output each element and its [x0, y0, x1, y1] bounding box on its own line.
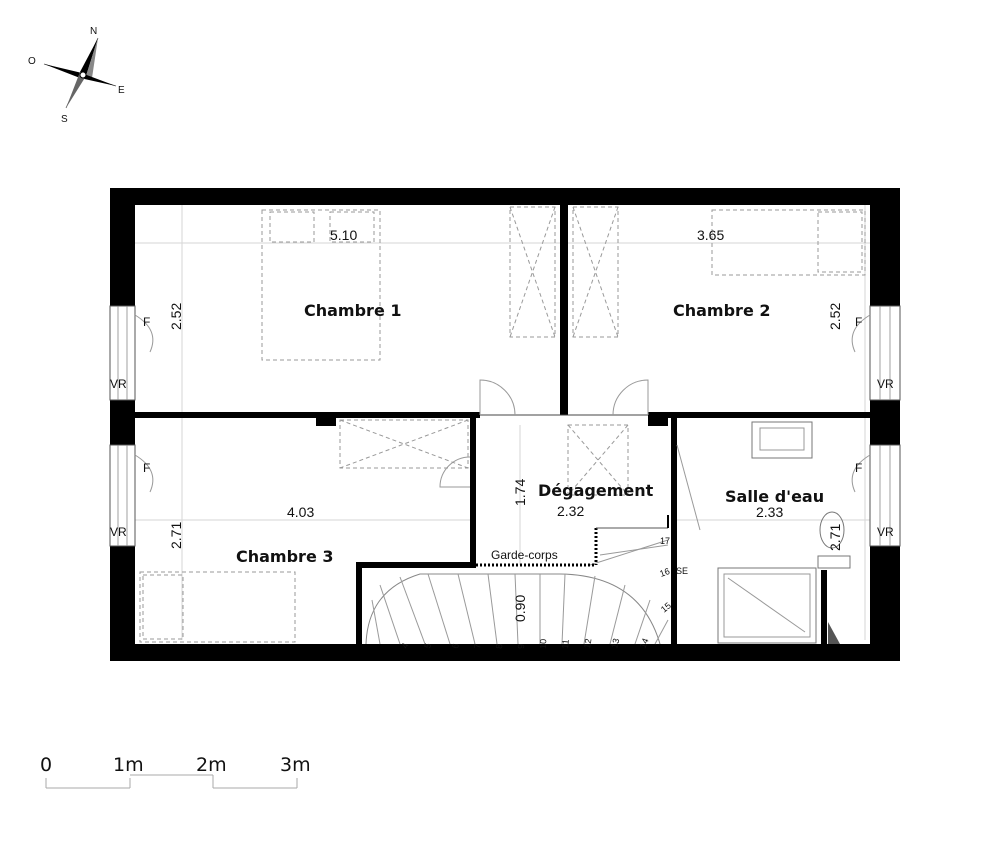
windows-right: [851, 305, 901, 547]
stair-step-13: 13: [609, 637, 621, 649]
stair-step-4: 4: [399, 642, 410, 650]
dim-degagement-width: 2.32: [557, 503, 584, 519]
compass: N E S O: [28, 26, 125, 125]
dim-chambre2-height: 2.52: [827, 303, 843, 330]
stair-step-5: 5: [422, 642, 433, 649]
stair-step-9: 9: [516, 644, 526, 649]
window-label-f-left-top: F: [143, 315, 150, 329]
dim-degagement-height: 1.74: [512, 479, 528, 506]
stair-step-12: 12: [582, 638, 593, 649]
scale-bar: 0 1m 2m 3m: [40, 754, 311, 789]
window-label-f-right-bottom: F: [855, 461, 862, 475]
dim-chambre1-width: 5.10: [330, 227, 357, 243]
scale-mark-0: 0: [40, 754, 52, 776]
stair-step-11: 11: [560, 639, 571, 649]
dim-chambre1-height: 2.52: [168, 303, 184, 330]
dim-chambre3-height: 2.71: [168, 522, 184, 549]
dim-salle-eau-height: 2.71: [827, 524, 843, 551]
scale-mark-1m: 1m: [113, 754, 144, 776]
dim-salle-eau-width: 2.33: [756, 504, 783, 520]
room-name-degagement: Dégagement: [538, 481, 654, 500]
dim-stair-width: 0.90: [512, 595, 528, 622]
window-label-f-left-bottom: F: [143, 461, 150, 475]
interior-walls: [135, 205, 870, 644]
stair-step-17: 17: [660, 536, 670, 546]
window-label-vr-right-top: VR: [877, 377, 894, 391]
window-label-vr-left-top: VR: [110, 377, 127, 391]
scale-mark-2m: 2m: [196, 754, 227, 776]
stair-step-numbers: 4 5 6 7 8 9 10 11 12 13 14 15 16 17 SE: [399, 536, 688, 650]
room-name-chambre3: Chambre 3: [236, 547, 334, 566]
room-name-chambre2: Chambre 2: [673, 301, 771, 320]
window-label-vr-left-bottom: VR: [110, 525, 127, 539]
staircase: [365, 515, 669, 645]
door-swings: [439, 379, 701, 531]
stair-step-16: 16: [658, 566, 671, 579]
scale-mark-3m: 3m: [280, 754, 311, 776]
stair-step-14: 14: [638, 637, 651, 650]
compass-south-label: S: [61, 114, 68, 125]
dim-chambre3-width: 4.03: [287, 504, 314, 520]
room-name-chambre1: Chambre 1: [304, 301, 402, 320]
stair-step-10: 10: [538, 639, 548, 649]
window-label-f-right-top: F: [855, 315, 862, 329]
room-name-salle-eau: Salle d'eau: [725, 487, 824, 506]
guardrail-label: Garde-corps: [491, 548, 558, 562]
stair-step-15: 15: [659, 600, 673, 614]
stair-step-6: 6: [450, 643, 461, 650]
furniture: [139, 206, 866, 644]
dim-chambre2-width: 3.65: [697, 227, 724, 243]
stair-mark: SE: [676, 566, 688, 576]
compass-east-label: E: [118, 85, 125, 96]
compass-north-label: N: [90, 26, 97, 37]
window-label-vr-right-bottom: VR: [877, 525, 894, 539]
stair-step-7: 7: [472, 643, 482, 649]
construction-lines: [135, 205, 870, 640]
exterior-walls: [110, 188, 900, 661]
stair-step-8: 8: [494, 644, 504, 650]
compass-west-label: O: [28, 56, 36, 67]
windows-left: [109, 305, 154, 547]
